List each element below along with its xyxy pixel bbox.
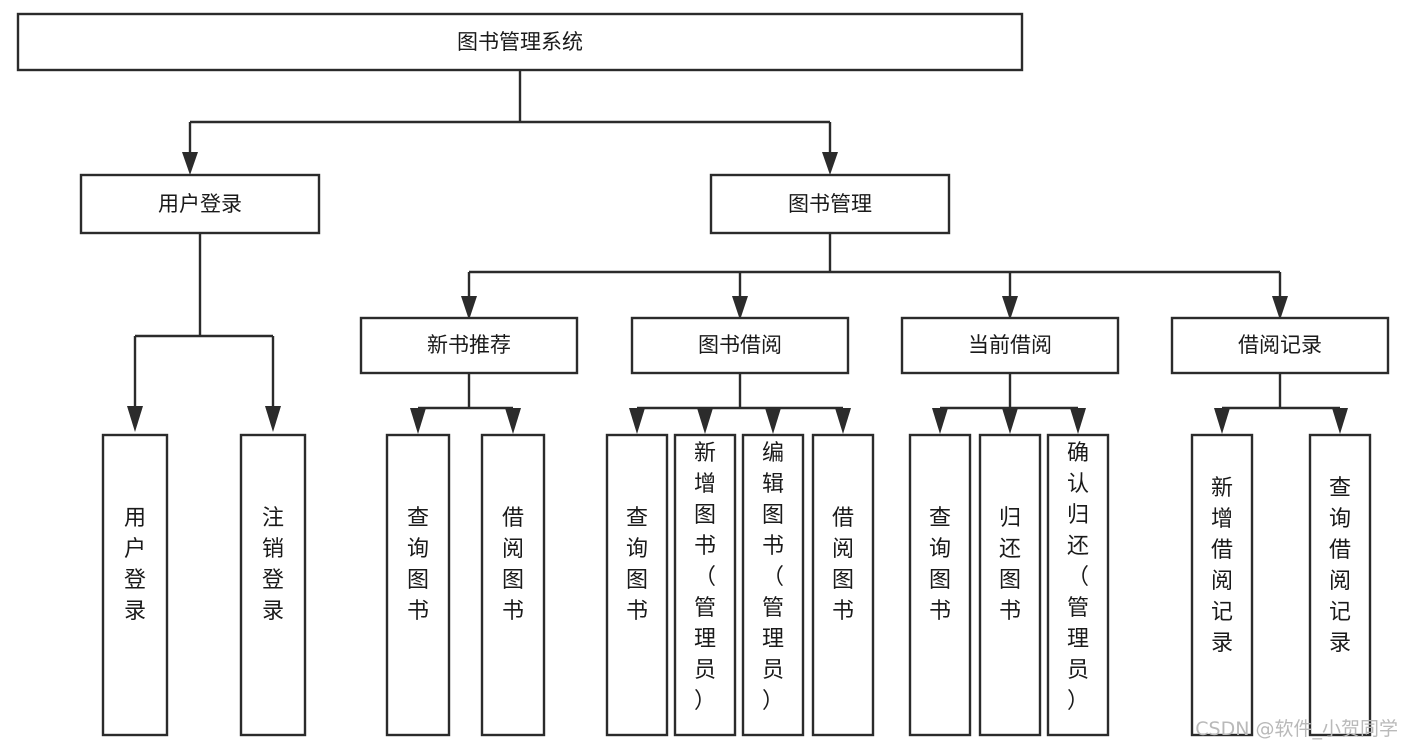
leaf-user-logout-label: 注销登录 bbox=[262, 506, 284, 624]
leaf-borrow-book-1-box[interactable] bbox=[480, 433, 546, 737]
arrow-bookborrow-leaf-2 bbox=[697, 408, 713, 434]
arrow-to-book-borrow bbox=[732, 296, 748, 320]
leaf-borrow-book-2-box[interactable] bbox=[811, 433, 875, 737]
leaf-add-book-box[interactable] bbox=[673, 433, 737, 737]
leaf-confirm-return-box[interactable] bbox=[1046, 433, 1110, 737]
leaf-borrow-book-1-label: 借阅图书 bbox=[502, 506, 524, 624]
leaf-query-book-2-box[interactable] bbox=[605, 433, 669, 737]
leaf-query-book-1-label: 查询图书 bbox=[407, 506, 429, 624]
arrow-bookborrow-leaf-3 bbox=[765, 408, 781, 434]
arrow-root-to-book-manage bbox=[822, 152, 838, 175]
arrow-borrowrecord-leaf-2 bbox=[1332, 408, 1348, 434]
leaf-confirm-return-label: 确认归还（管理员） bbox=[1067, 441, 1089, 714]
leaf-add-record-label: 新增借阅记录 bbox=[1211, 476, 1233, 656]
node-new-book-recommend[interactable]: 新书推荐 bbox=[359, 316, 579, 375]
node-book-manage-label: 图书管理 bbox=[788, 192, 872, 216]
leaf-user-logout-box[interactable] bbox=[239, 433, 307, 737]
arrow-userlogin-leaf-1 bbox=[127, 406, 143, 432]
arrow-newbook-leaf-1 bbox=[410, 408, 426, 434]
node-new-book-recommend-box[interactable] bbox=[359, 316, 579, 375]
leaf-query-book-3-box[interactable] bbox=[908, 433, 972, 737]
arrow-borrowrecord-leaf-1 bbox=[1214, 408, 1230, 434]
node-root-box[interactable] bbox=[16, 12, 1024, 72]
node-borrow-record[interactable]: 借阅记录 bbox=[1170, 316, 1390, 375]
leaf-user-login[interactable]: 用户登录 bbox=[101, 433, 169, 737]
node-new-book-recommend-label: 新书推荐 bbox=[427, 333, 511, 357]
node-current-borrow-label: 当前借阅 bbox=[968, 333, 1052, 357]
node-root[interactable]: 图书管理系统 bbox=[16, 12, 1024, 72]
arrow-newbook-leaf-2 bbox=[505, 408, 521, 434]
arrow-root-to-user-login bbox=[182, 152, 198, 175]
leaf-query-book-1[interactable]: 查询图书 bbox=[385, 433, 451, 737]
node-book-borrow[interactable]: 图书借阅 bbox=[630, 316, 850, 375]
leaf-return-book-box[interactable] bbox=[978, 433, 1042, 737]
leaf-confirm-return[interactable]: 确认归还（管理员） bbox=[1046, 433, 1110, 737]
arrow-to-new-book-recommend bbox=[461, 296, 477, 320]
leaf-query-record-box[interactable] bbox=[1308, 433, 1372, 737]
node-user-login[interactable]: 用户登录 bbox=[79, 173, 321, 235]
leaf-borrow-book-2-label: 借阅图书 bbox=[832, 506, 854, 624]
leaf-user-login-box[interactable] bbox=[101, 433, 169, 737]
leaf-query-book-3-label: 查询图书 bbox=[929, 506, 951, 624]
node-user-login-label: 用户登录 bbox=[158, 192, 242, 216]
leaf-query-book-2-label: 查询图书 bbox=[626, 506, 648, 624]
node-user-login-box[interactable] bbox=[79, 173, 321, 235]
arrow-bookborrow-leaf-4 bbox=[835, 408, 851, 434]
leaf-query-book-3[interactable]: 查询图书 bbox=[908, 433, 972, 737]
node-root-label: 图书管理系统 bbox=[457, 30, 583, 54]
node-borrow-record-box[interactable] bbox=[1170, 316, 1390, 375]
node-book-manage[interactable]: 图书管理 bbox=[709, 173, 951, 235]
arrow-to-current-borrow bbox=[1002, 296, 1018, 320]
node-current-borrow[interactable]: 当前借阅 bbox=[900, 316, 1120, 375]
node-book-borrow-box[interactable] bbox=[630, 316, 850, 375]
leaf-query-book-2[interactable]: 查询图书 bbox=[605, 433, 669, 737]
leaf-add-book-label: 新增图书（管理员） bbox=[694, 441, 716, 714]
leaf-query-record[interactable]: 查询借阅记录 bbox=[1308, 433, 1372, 737]
connector-layer bbox=[127, 70, 1348, 434]
leaf-query-book-1-box[interactable] bbox=[385, 433, 451, 737]
arrow-currentborrow-leaf-1 bbox=[932, 408, 948, 434]
leaf-borrow-book-2[interactable]: 借阅图书 bbox=[811, 433, 875, 737]
csdn-watermark: CSDN @软件_小贺同学 bbox=[1195, 718, 1398, 740]
leaf-user-logout[interactable]: 注销登录 bbox=[239, 433, 307, 737]
node-book-manage-box[interactable] bbox=[709, 173, 951, 235]
leaf-return-book[interactable]: 归还图书 bbox=[978, 433, 1042, 737]
leaf-edit-book-label: 编辑图书（管理员） bbox=[762, 441, 784, 714]
arrow-to-borrow-record bbox=[1272, 296, 1288, 320]
leaf-edit-book-box[interactable] bbox=[741, 433, 805, 737]
arrow-userlogin-leaf-2 bbox=[265, 406, 281, 432]
leaf-add-record[interactable]: 新增借阅记录 bbox=[1190, 433, 1254, 737]
leaf-return-book-label: 归还图书 bbox=[999, 506, 1021, 624]
leaf-borrow-book-1[interactable]: 借阅图书 bbox=[480, 433, 546, 737]
leaf-edit-book[interactable]: 编辑图书（管理员） bbox=[741, 433, 805, 737]
arrow-currentborrow-leaf-3 bbox=[1070, 408, 1086, 434]
node-book-borrow-label: 图书借阅 bbox=[698, 333, 782, 357]
leaf-query-record-label: 查询借阅记录 bbox=[1329, 476, 1351, 656]
leaf-add-book[interactable]: 新增图书（管理员） bbox=[673, 433, 737, 737]
leaf-user-login-label: 用户登录 bbox=[124, 506, 146, 624]
arrow-currentborrow-leaf-2 bbox=[1002, 408, 1018, 434]
arrow-bookborrow-leaf-1 bbox=[629, 408, 645, 434]
node-borrow-record-label: 借阅记录 bbox=[1238, 333, 1322, 357]
node-current-borrow-box[interactable] bbox=[900, 316, 1120, 375]
leaf-add-record-box[interactable] bbox=[1190, 433, 1254, 737]
